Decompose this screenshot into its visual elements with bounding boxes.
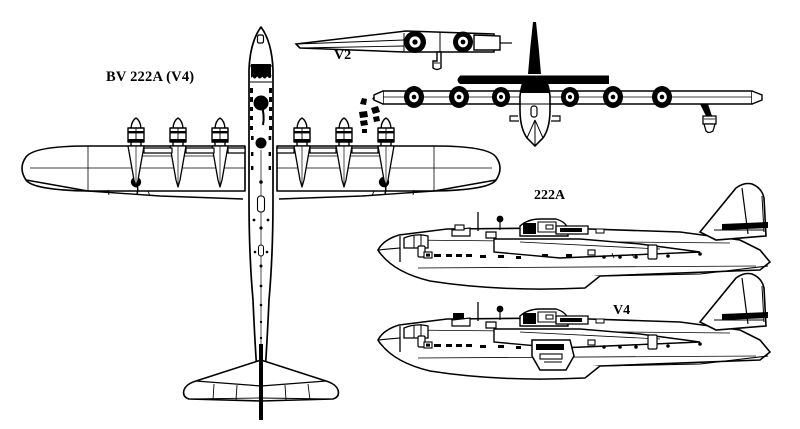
plan-engine-1 (127, 117, 145, 188)
plan-engine-2 (169, 117, 187, 188)
side-view-v4 (377, 272, 772, 380)
label-v4: V4 (613, 303, 631, 318)
plan-engine-4 (293, 117, 311, 188)
v2-float (432, 51, 442, 71)
label-bv-222a-v4: BV 222A (V4) (106, 69, 195, 85)
plan-engine-group-right (276, 117, 395, 188)
label-222a: 222A (534, 188, 566, 203)
front-engine-right-group (561, 86, 672, 108)
side-view-222a (377, 182, 772, 290)
plan-view (21, 26, 501, 420)
v2-engine-2 (453, 31, 473, 53)
plan-tailplane (182, 344, 340, 420)
plan-engine-group-left (127, 117, 246, 188)
plan-float-detail (359, 94, 380, 133)
v4-ventral-gondola (531, 339, 575, 371)
front-view (373, 22, 763, 148)
label-v2: V2 (334, 48, 352, 63)
plan-engine-3 (211, 117, 229, 188)
v2-wing-detail (294, 30, 512, 71)
v2-engine-1 (404, 31, 426, 53)
front-hull (509, 77, 561, 148)
plan-engine-5 (335, 117, 353, 188)
plan-engine-6 (377, 117, 395, 188)
plan-fuselage (248, 26, 274, 373)
front-float-right (700, 104, 717, 134)
front-engine-left-group (404, 86, 510, 108)
